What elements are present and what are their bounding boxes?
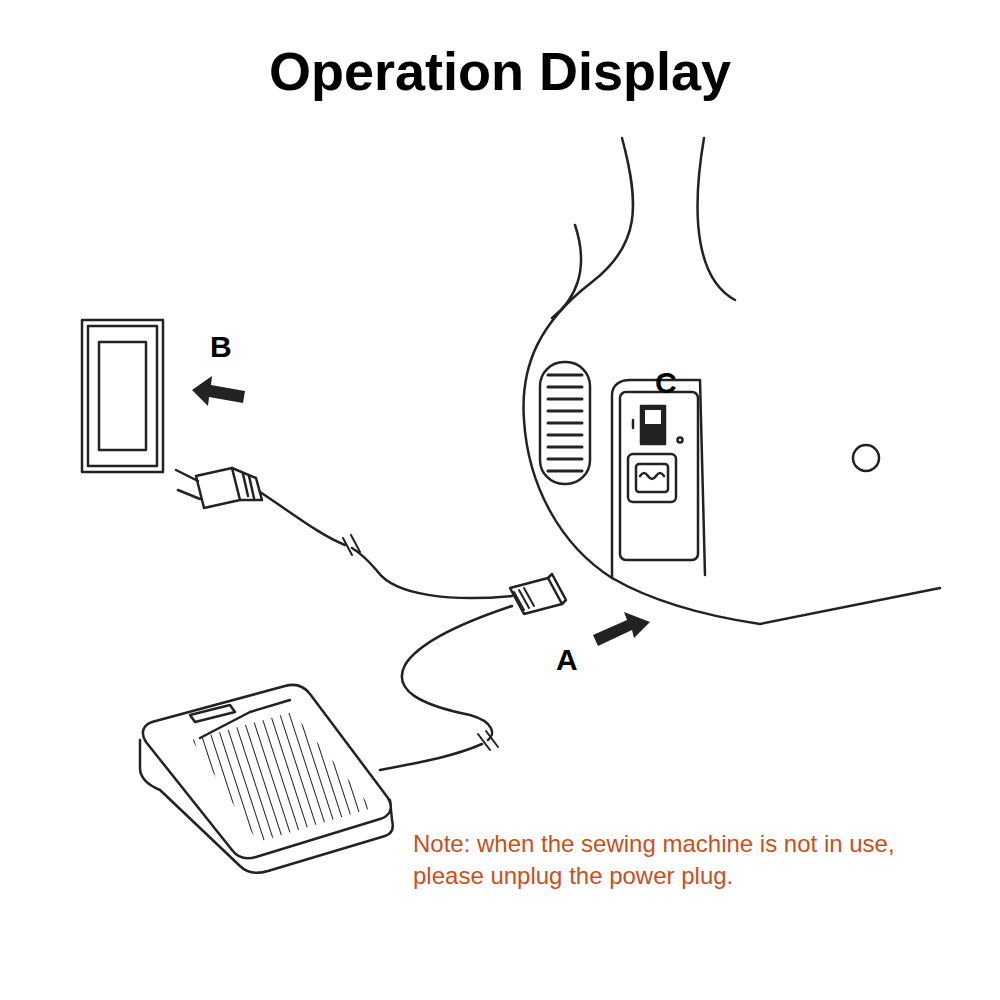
wall-outlet	[82, 320, 163, 472]
arrow-b	[192, 376, 245, 406]
part-letter: A	[556, 643, 578, 677]
part-letter: B	[210, 330, 232, 364]
part-letter: C	[655, 366, 677, 400]
power-cord	[260, 492, 512, 598]
sewing-machine-body	[524, 138, 940, 624]
vent-slot	[548, 386, 582, 389]
switch-panel	[620, 392, 698, 560]
vent-slot	[548, 434, 582, 437]
vent-slot	[548, 470, 582, 473]
arrow-a	[593, 612, 650, 646]
vent-slot	[548, 398, 582, 401]
vent-slot	[548, 458, 582, 461]
title: Operation Display	[0, 40, 1000, 102]
vent-slot	[548, 374, 582, 377]
vent-slot	[548, 422, 582, 425]
note-text: Note: when the sewing machine is not in …	[413, 828, 953, 893]
machine-connector	[510, 574, 566, 614]
vent-slot	[548, 410, 582, 413]
foot-pedal	[140, 685, 393, 873]
power-plug	[176, 468, 262, 508]
vent-grille	[540, 362, 590, 484]
vent-slot	[548, 446, 582, 449]
pedal-cord	[380, 606, 512, 770]
